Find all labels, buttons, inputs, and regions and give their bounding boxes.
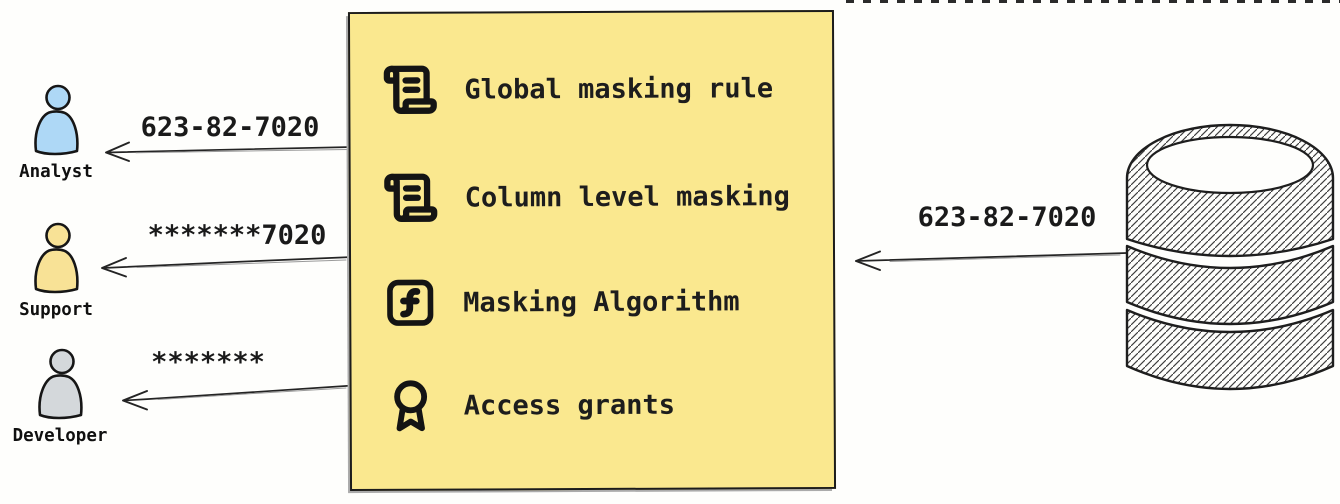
arrow-box-to-support (101, 256, 354, 278)
masking-box: Global masking rule Column level masking… (347, 9, 837, 492)
masking-box-item-label: Global masking rule (464, 72, 774, 106)
persona-support: Support (8, 222, 104, 320)
arrow-box-to-developer (122, 384, 354, 411)
masking-box-item: Access grants (384, 377, 676, 434)
flow-value-developer: ******* (151, 347, 265, 378)
database-icon (1125, 123, 1335, 391)
persona-label: Analyst (19, 162, 93, 182)
flow-value-support: *******7020 (147, 220, 327, 251)
function-square-icon (383, 276, 437, 330)
masking-box-item: Column level masking (383, 168, 790, 226)
support-person-icon (34, 222, 79, 294)
flow-value-database: 623-82-7020 (917, 202, 1097, 233)
arrow-database-to-box (855, 250, 1128, 271)
persona-label: Developer (12, 426, 108, 446)
masking-box-item-label: Column level masking (464, 180, 790, 214)
arrow-box-to-analyst (105, 141, 354, 162)
analyst-person-icon (34, 84, 79, 156)
flow-value-analyst: 623-82-7020 (140, 112, 320, 143)
masking-box-item-label: Access grants (463, 389, 676, 422)
masking-box-item: Global masking rule (382, 60, 773, 118)
persona-label: Support (19, 300, 93, 320)
developer-person-icon (38, 348, 83, 420)
persona-analyst: Analyst (8, 84, 104, 182)
masking-box-item: Masking Algorithm (383, 274, 740, 330)
top-dashed-border (846, 0, 1340, 3)
scroll-text-icon (383, 170, 439, 226)
scroll-text-icon (382, 62, 438, 118)
masking-box-item-label: Masking Algorithm (463, 285, 740, 319)
award-icon (384, 378, 438, 434)
persona-developer: Developer (12, 348, 108, 446)
